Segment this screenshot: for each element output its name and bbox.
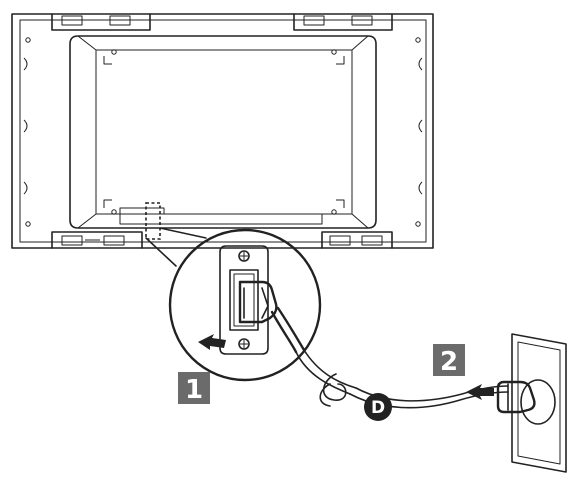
wall-plug	[496, 380, 536, 414]
step-badge-2: 2	[433, 344, 465, 377]
right-side-grooves	[415, 37, 423, 227]
magnifier-leader-top	[159, 227, 207, 239]
wall-plate	[511, 333, 567, 473]
step-label-1: 1	[185, 375, 203, 405]
magnifier-circle	[168, 228, 322, 382]
display-back-panel	[11, 13, 434, 249]
power-plug-inserted	[238, 280, 278, 324]
socket-magnifier	[145, 227, 322, 382]
step-badge-1: 1	[178, 372, 210, 405]
bottom-left-bracket	[51, 231, 143, 249]
power-socket-location	[145, 202, 161, 240]
callout-d: D	[364, 393, 392, 421]
recessed-panel-inner	[95, 49, 353, 215]
insert-arrow-2	[466, 384, 494, 400]
step-label-2: 2	[440, 347, 458, 377]
left-side-grooves	[23, 37, 31, 227]
bottom-right-bracket	[321, 231, 393, 249]
wall-outlet	[466, 333, 567, 473]
display-outer-frame	[11, 13, 434, 249]
bottom-terminal-strip	[119, 207, 323, 225]
insert-arrow-1	[198, 334, 226, 350]
screw-icon	[238, 338, 250, 350]
recessed-panel	[69, 35, 377, 229]
display-inner-frame	[19, 19, 427, 243]
ac-socket-plate	[219, 245, 269, 355]
callout-d-label: D	[371, 398, 385, 418]
screw-icon	[238, 250, 250, 262]
magnifier-leader-bottom	[145, 237, 177, 267]
top-right-bracket	[293, 13, 393, 31]
top-left-bracket	[51, 13, 151, 31]
